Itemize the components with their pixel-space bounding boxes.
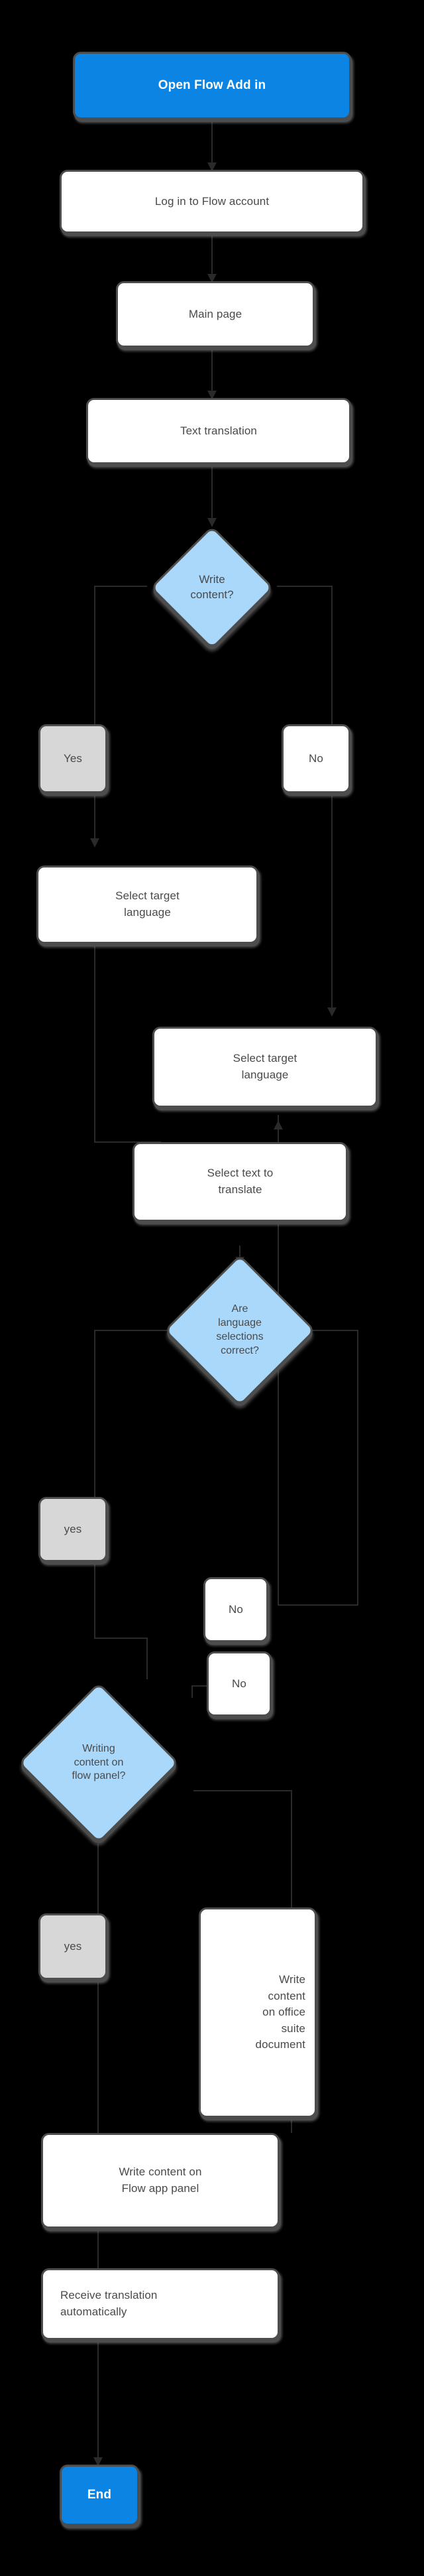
node-main-page[interactable]: Main page [116, 281, 315, 348]
node-write-content-yes[interactable]: Yes [38, 724, 107, 793]
node-end[interactable]: End [60, 2465, 139, 2526]
node-select-target-language-no-branch[interactable]: Select target language [152, 1027, 378, 1108]
node-write-content-on-flow-app-panel-label: Write content on Flow app panel [119, 2165, 202, 2195]
node-flow-panel-no-label: No [232, 1677, 246, 1690]
node-open-flow-add-in-label: Open Flow Add in [158, 78, 266, 93]
node-flow-panel-no[interactable]: No [207, 1651, 272, 1716]
node-text-translation-label: Text translation [180, 424, 257, 437]
node-write-content-no[interactable]: No [282, 724, 350, 793]
node-select-text-to-translate-label: Select text to translate [207, 1167, 274, 1196]
node-text-translation[interactable]: Text translation [86, 398, 351, 464]
node-writing-content-on-flow-panel-decision-label: Writing content on flow panel? [72, 1742, 126, 1782]
node-language-correct-no-label: No [229, 1602, 243, 1616]
node-log-in-to-flow-account[interactable]: Log in to Flow account [60, 170, 364, 233]
node-select-text-to-translate[interactable]: Select text to translate [132, 1142, 348, 1222]
node-select-target-language-no-branch-label: Select target language [233, 1052, 297, 1081]
node-end-label: End [87, 2488, 112, 2502]
node-language-selections-correct-decision[interactable]: Are language selections correct? [162, 1252, 317, 1409]
node-language-selections-correct-decision-label: Are language selections correct? [216, 1303, 264, 1356]
node-receive-translation-automatically[interactable]: Receive translation automatically [41, 2268, 280, 2340]
node-language-correct-yes[interactable]: yes [38, 1497, 107, 1562]
node-language-correct-no[interactable]: No [203, 1577, 268, 1642]
node-write-content-on-office-suite-document[interactable]: Write content on office suite document [199, 1907, 317, 2118]
node-write-content-decision-label: Write content? [190, 573, 234, 601]
node-write-content-decision[interactable]: Write content? [147, 525, 277, 650]
node-language-correct-yes-label: yes [64, 1522, 82, 1535]
node-flow-panel-yes[interactable]: yes [38, 1913, 107, 1980]
node-flow-panel-yes-label: yes [64, 1939, 82, 1953]
node-write-content-no-label: No [309, 751, 323, 765]
node-write-content-on-flow-app-panel[interactable]: Write content on Flow app panel [41, 2133, 280, 2228]
node-log-in-to-flow-account-label: Log in to Flow account [154, 194, 270, 208]
node-select-target-language-yes-branch[interactable]: Select target language [36, 866, 258, 944]
node-write-content-yes-label: Yes [63, 751, 83, 765]
node-receive-translation-automatically-label: Receive translation automatically [60, 2289, 158, 2318]
node-writing-content-on-flow-panel-decision[interactable]: Writing content on flow panel? [17, 1681, 181, 1845]
node-main-page-label: Main page [188, 307, 242, 320]
node-open-flow-add-in[interactable]: Open Flow Add in [73, 52, 351, 119]
node-select-target-language-yes-branch-label: Select target language [115, 889, 180, 919]
node-write-content-on-office-suite-document-label: Write content on office suite document [255, 1972, 305, 2051]
